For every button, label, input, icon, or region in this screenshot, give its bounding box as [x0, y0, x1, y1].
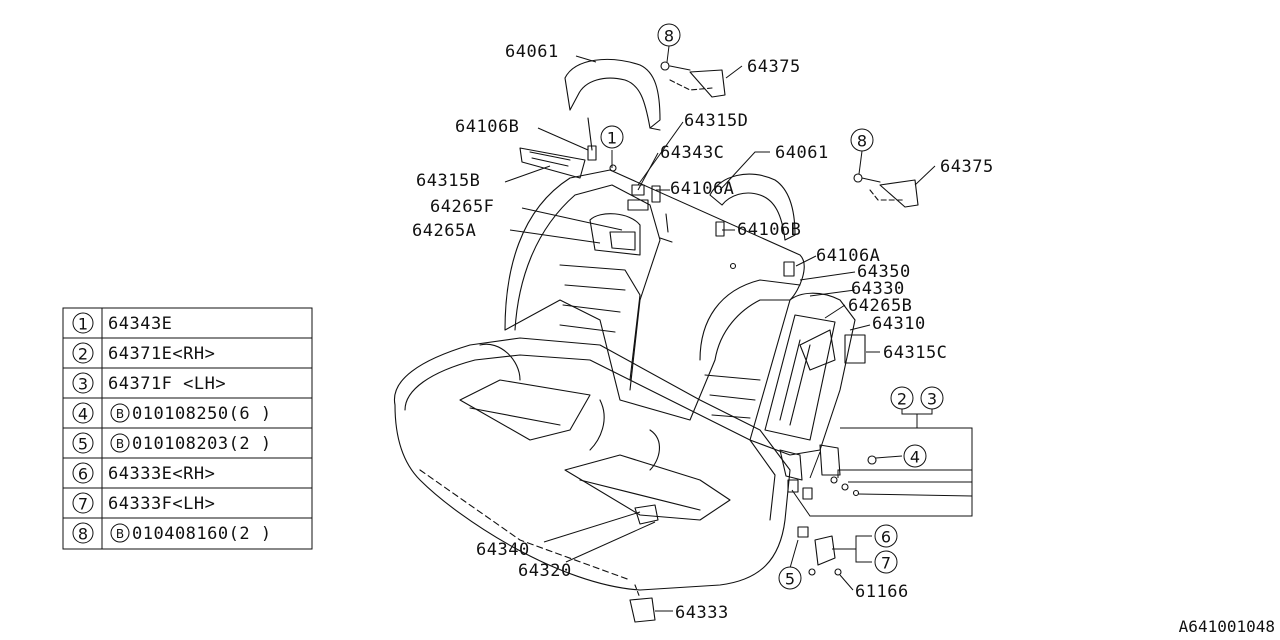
label-64061-right: 64061	[775, 143, 829, 163]
label-64333: 64333	[675, 603, 729, 623]
legend-number: 8	[78, 525, 88, 544]
svg-text:8: 8	[857, 132, 867, 151]
legend-part-code: 64343E	[108, 314, 172, 334]
svg-text:7: 7	[881, 554, 891, 573]
svg-text:3: 3	[927, 390, 937, 409]
callout-1: 1	[600, 125, 624, 149]
diagram-id: A641001048	[1179, 617, 1275, 636]
legend-row: 4 B 010108250(6 )	[72, 402, 272, 424]
part-labels: 64061 64375 64106B 64315D 64343C 64061 6…	[412, 42, 994, 623]
label-64315d: 64315D	[684, 111, 748, 131]
legend-row: 6 64333E<RH>	[72, 462, 215, 484]
label-64375-right: 64375	[940, 157, 994, 177]
legend-part-code: 64371E<RH>	[108, 344, 215, 364]
svg-text:4: 4	[910, 448, 920, 467]
label-64320: 64320	[518, 561, 572, 581]
legend-number: 1	[78, 315, 88, 334]
label-64375-top: 64375	[747, 57, 801, 77]
legend-number-circle	[72, 432, 94, 454]
label-64061-top: 64061	[505, 42, 559, 62]
callout-5: 5	[778, 566, 802, 590]
legend-number-circle	[72, 522, 94, 544]
legend-row: 3 64371F <LH>	[72, 372, 226, 394]
bolt-symbol-circle	[110, 403, 130, 423]
legend-row: 5 B 010108203(2 )	[72, 432, 272, 454]
legend-row: 7 64333F<LH>	[72, 492, 215, 514]
svg-text:2: 2	[897, 390, 907, 409]
legend-row: 1 64343E	[72, 312, 172, 334]
seat-backrest	[504, 169, 805, 421]
legend-part-code: 64333E<RH>	[108, 464, 215, 484]
legend-number: 2	[78, 345, 88, 364]
bolt-symbol-circle	[110, 433, 130, 453]
label-64343c: 64343C	[660, 143, 724, 163]
legend-row: 2 64371E<RH>	[72, 342, 215, 364]
legend-number: 3	[78, 375, 88, 394]
label-64265f: 64265F	[430, 197, 494, 217]
legend-number-circle	[72, 492, 94, 514]
bolt-symbol: B	[116, 437, 124, 451]
label-64330: 64330	[851, 279, 905, 299]
headrest-bracket-right	[853, 173, 919, 208]
legend-number: 4	[78, 405, 88, 424]
label-64350: 64350	[857, 262, 911, 282]
callout-8-top: 8	[657, 23, 681, 47]
label-64106a-b: 64106A	[816, 246, 880, 266]
label-64310: 64310	[872, 314, 926, 334]
leader-lines	[504, 55, 973, 612]
label-61166: 61166	[855, 582, 909, 602]
legend-part-code: 64333F<LH>	[108, 494, 215, 514]
legend-part-code: 010408160(2 )	[132, 524, 272, 544]
bolt-symbol: B	[116, 527, 124, 541]
callout-4: 4	[903, 444, 927, 468]
svg-text:1: 1	[607, 129, 617, 148]
folding-back-panel	[749, 292, 866, 456]
legend-part-code: 010108250(6 )	[132, 404, 272, 424]
callout-6: 6	[874, 524, 898, 548]
seat-cushion	[393, 337, 791, 599]
legend-part-code: 64371F <LH>	[108, 374, 226, 394]
legend-part-code: 010108203(2 )	[132, 434, 272, 454]
headrest-bracket-top	[660, 61, 726, 98]
legend-number-circle	[72, 372, 94, 394]
svg-text:6: 6	[881, 528, 891, 547]
legend-number: 6	[78, 465, 88, 484]
svg-text:8: 8	[664, 27, 674, 46]
callout-8-right: 8	[850, 128, 874, 152]
label-64315b: 64315B	[416, 171, 480, 191]
label-64106a-a: 64106A	[670, 179, 734, 199]
bolt-symbol-circle	[110, 523, 130, 543]
label-64265b: 64265B	[848, 296, 912, 316]
callout-2: 2	[890, 386, 914, 410]
legend-number: 5	[78, 435, 88, 454]
headrest-right	[709, 173, 796, 241]
label-64265a: 64265A	[412, 221, 476, 241]
legend-number-circle	[72, 402, 94, 424]
lower-hardware	[629, 444, 877, 623]
callout-7: 7	[874, 550, 898, 574]
trim-64315b	[519, 147, 586, 179]
legend-number-circle	[72, 312, 94, 334]
legend-row: 8 B 010408160(2 )	[72, 522, 272, 544]
fasteners-top	[587, 145, 795, 277]
label-64315c: 64315C	[883, 343, 947, 363]
svg-text:5: 5	[785, 570, 795, 589]
headrest-left	[564, 58, 661, 151]
legend-number: 7	[78, 495, 88, 514]
label-64106b-b: 64106B	[737, 220, 801, 240]
bolt-symbol: B	[116, 407, 124, 421]
label-64106b-top: 64106B	[455, 117, 519, 137]
legend-number-circle	[72, 462, 94, 484]
label-64340: 64340	[476, 540, 530, 560]
callout-3: 3	[920, 386, 944, 410]
legend-number-circle	[72, 342, 94, 364]
